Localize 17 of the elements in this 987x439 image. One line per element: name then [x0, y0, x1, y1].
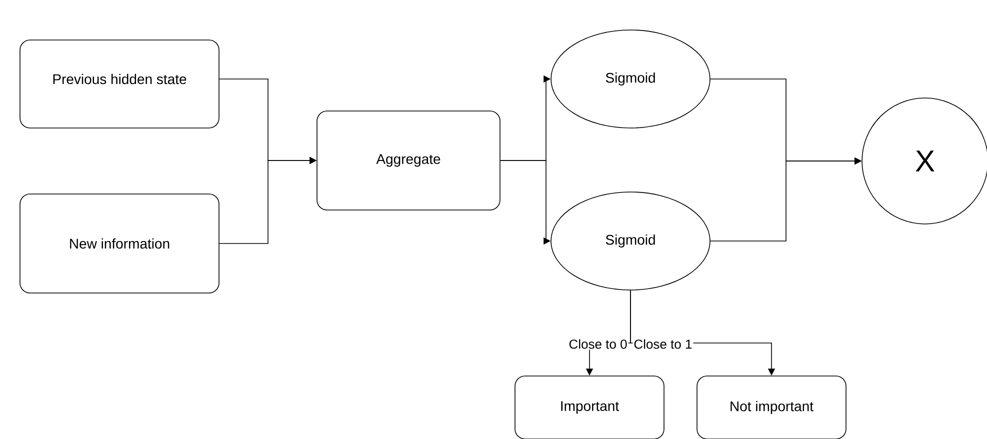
process-box — [20, 40, 220, 128]
node-label: Sigmoid — [606, 72, 655, 86]
node-label: Not important — [730, 400, 814, 414]
edge-label: Close to 1 — [632, 338, 694, 350]
node-label: Sigmoid — [606, 234, 655, 248]
process-box — [696, 376, 846, 439]
node-label: New information — [70, 238, 170, 249]
process-box — [316, 110, 500, 210]
node-label: Aggregate — [376, 154, 440, 167]
node-label: Previous hidden state — [53, 74, 186, 84]
edge-label: Close to 0 — [568, 338, 628, 350]
sigmoid-ellipse — [550, 30, 710, 128]
process-box — [514, 376, 664, 439]
node-label: X — [916, 150, 934, 172]
process-box — [20, 194, 220, 294]
sigmoid-ellipse — [550, 192, 710, 290]
node-label: Important — [561, 401, 619, 414]
